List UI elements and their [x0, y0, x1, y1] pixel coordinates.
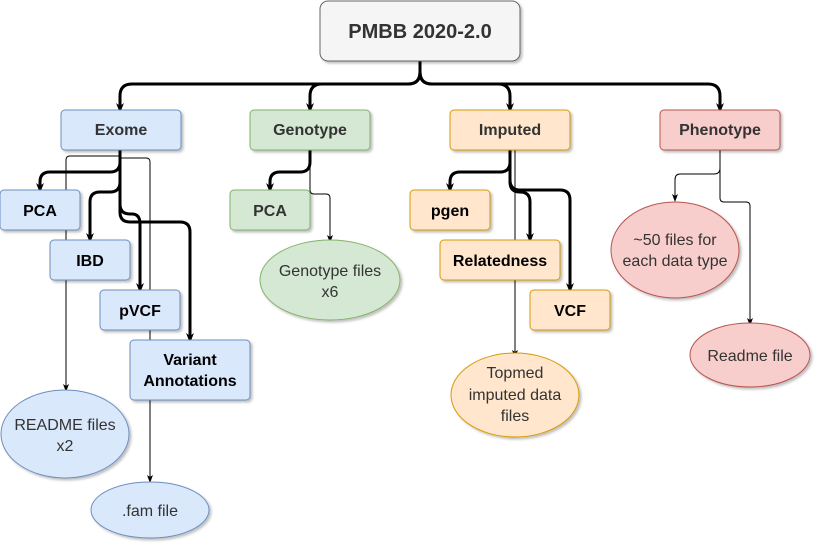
genotype-files-ellipse: Genotype files x6: [259, 239, 401, 321]
edge-root-genotype: [306, 61, 422, 113]
genotype-files-line2: x6: [322, 284, 339, 301]
edge-phenotype-readme: [719, 150, 753, 326]
exome-ibd-node: IBD: [49, 239, 131, 281]
genotype-pca-node: PCA: [229, 189, 311, 231]
exome-ibd-label: IBD: [76, 253, 104, 270]
edge-exome-readme: [63, 150, 121, 392]
topmed-line3: files: [501, 408, 529, 425]
imputed-vcf-node: VCF: [529, 289, 611, 331]
exome-pca-node: PCA: [0, 189, 81, 231]
phenotype-datafiles-ellipse: ~50 files for each data type: [610, 201, 740, 299]
imputed-vcf-label: VCF: [554, 303, 586, 320]
phenotype-node: Phenotype: [659, 109, 781, 151]
edge-exome-fam: [119, 150, 153, 483]
genotype-pca-label: PCA: [253, 203, 287, 220]
genotype-files-line1: Genotype files: [279, 263, 381, 280]
imputed-relatedness-node: Relatedness: [439, 239, 561, 281]
root-node: PMBB 2020-2.0: [319, 0, 521, 62]
edges: [36, 61, 753, 483]
exome-readme-line1: README files: [14, 417, 115, 434]
variant-annotations-line2: Annotations: [143, 373, 236, 390]
imputed-topmed-ellipse: Topmed imputed data files: [450, 352, 580, 438]
phenotype-readme-ellipse: Readme file: [689, 322, 811, 388]
phenotype-datafiles-line1: ~50 files for: [633, 232, 717, 249]
exome-fam-label: .fam file: [122, 503, 178, 520]
imputed-pgen-label: pgen: [431, 203, 469, 220]
phenotype-label: Phenotype: [679, 122, 761, 139]
exome-readme-ellipse: README files x2: [0, 389, 130, 479]
edge-root-phenotype: [418, 61, 724, 113]
imputed-relatedness-label: Relatedness: [453, 253, 547, 270]
genotype-label: Genotype: [273, 122, 347, 139]
edge-exome-variant: [118, 150, 194, 343]
edge-genotype-pca: [266, 150, 312, 193]
topmed-line2: imputed data: [469, 387, 562, 404]
topmed-line1: Topmed: [487, 365, 544, 382]
edge-genotype-files: [309, 150, 333, 243]
variant-annotations-line1: Variant: [163, 352, 217, 369]
phenotype-datafiles-line2: each data type: [623, 253, 728, 270]
imputed-node: Imputed: [449, 109, 571, 151]
edge-imputed-vcf: [508, 150, 574, 293]
exome-pca-label: PCA: [23, 203, 57, 220]
exome-fam-ellipse: .fam file: [90, 481, 210, 539]
exome-pvcf-node: pVCF: [99, 289, 181, 331]
imputed-pgen-node: pgen: [409, 189, 491, 231]
root-label: PMBB 2020-2.0: [348, 21, 491, 43]
exome-variant-annotations-node: Variant Annotations: [129, 339, 251, 401]
edge-exome-ibd: [86, 150, 122, 243]
exome-label: Exome: [95, 122, 148, 139]
imputed-label: Imputed: [479, 122, 541, 139]
phenotype-readme-label: Readme file: [707, 348, 792, 365]
exome-readme-line2: x2: [57, 438, 74, 455]
genotype-node: Genotype: [249, 109, 371, 151]
edge-phenotype-datafiles: [672, 150, 721, 202]
exome-node: Exome: [60, 109, 182, 151]
edge-imputed-relatedness: [508, 150, 534, 243]
exome-pvcf-label: pVCF: [119, 303, 161, 320]
edge-imputed-pgen: [446, 150, 512, 193]
